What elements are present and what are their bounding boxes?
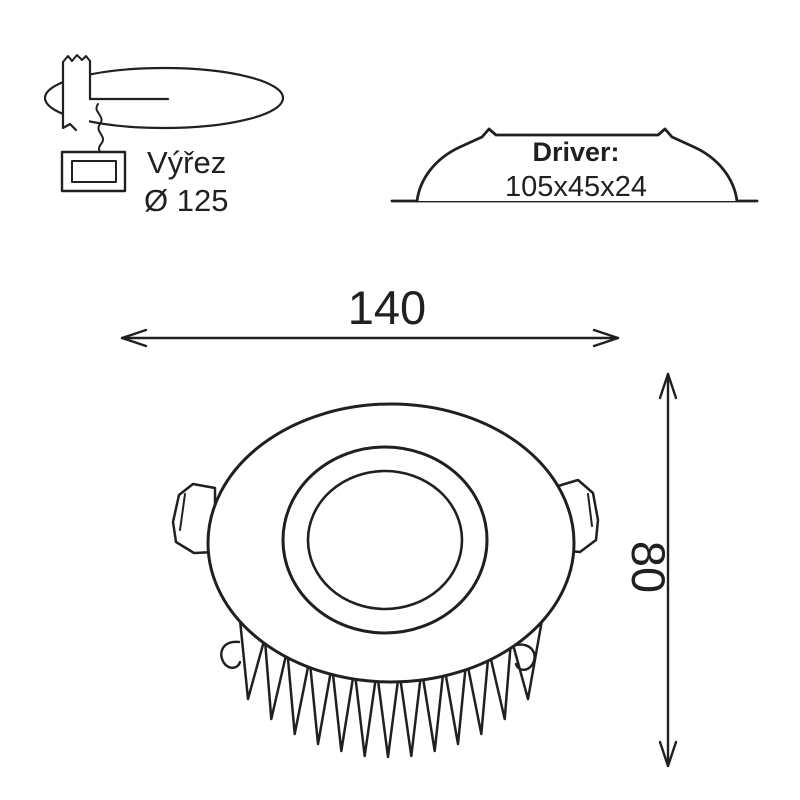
height-dim-arrow-bottom <box>658 740 678 768</box>
ceiling-strip <box>64 60 89 132</box>
width-dim-label: 140 <box>348 281 426 334</box>
hook-left <box>220 640 242 669</box>
driver-title: Driver: <box>532 137 619 167</box>
width-dim-arrow-left <box>120 328 148 348</box>
cutout-label: Výřez <box>147 145 226 180</box>
hook-right <box>514 643 536 671</box>
width-dim-arrow-right <box>592 328 620 348</box>
width-dimension: 140 <box>120 281 620 348</box>
downlight-drawing <box>171 402 600 759</box>
driver-profile: Driver: 105x45x24 <box>390 127 759 203</box>
cutout-diagram: Výřez Ø 125 <box>43 54 285 218</box>
height-dim-arrow-top <box>658 372 678 400</box>
ceiling-strip-left <box>61 60 78 132</box>
inner-ring <box>306 469 464 611</box>
height-dim-label: 80 <box>622 541 675 593</box>
cutout-diameter-label: Ø 125 <box>144 183 228 218</box>
driver-size-label: 105x45x24 <box>505 171 647 203</box>
driver-box-inner <box>71 160 117 183</box>
ceiling-break-top <box>62 54 91 63</box>
driver-wire <box>95 103 104 153</box>
driver-outline <box>415 127 739 203</box>
height-dimension: 80 <box>622 372 678 768</box>
